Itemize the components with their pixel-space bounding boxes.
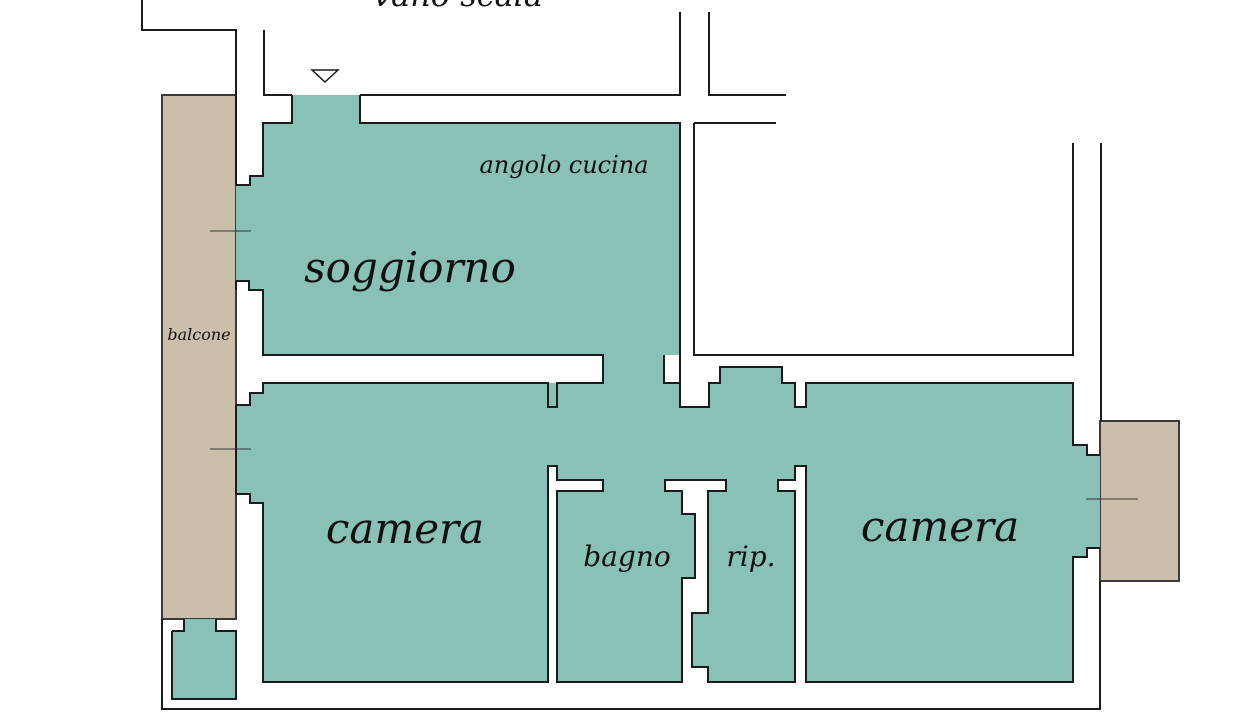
corridor-fill [548, 355, 806, 491]
storage-fill [692, 491, 795, 682]
room-fills [172, 95, 1100, 699]
window-marks [210, 230, 1138, 500]
label-bedroom-left: camera [326, 504, 484, 553]
bedroom-right-fill [806, 383, 1100, 682]
entrance-arrow-icon [310, 69, 340, 84]
label-balcony: balcone [167, 325, 230, 344]
walls [141, 0, 1102, 710]
label-storage: rip. [726, 540, 775, 573]
small-landing-passage [184, 619, 216, 633]
label-kitchen-corner: angolo cucina [479, 151, 648, 179]
living-room-fill [236, 95, 680, 355]
label-bedroom-right: camera [861, 502, 1019, 551]
bathroom-fill [557, 491, 695, 682]
label-stair-landing: vano scala [373, 0, 543, 14]
balcony-left [161, 94, 237, 620]
label-living-room: soggiorno [304, 243, 516, 292]
small-landing-fill [172, 631, 236, 699]
bedroom-left-fill [236, 383, 548, 682]
balcony-right [1099, 420, 1180, 582]
label-bathroom: bagno [583, 540, 670, 573]
